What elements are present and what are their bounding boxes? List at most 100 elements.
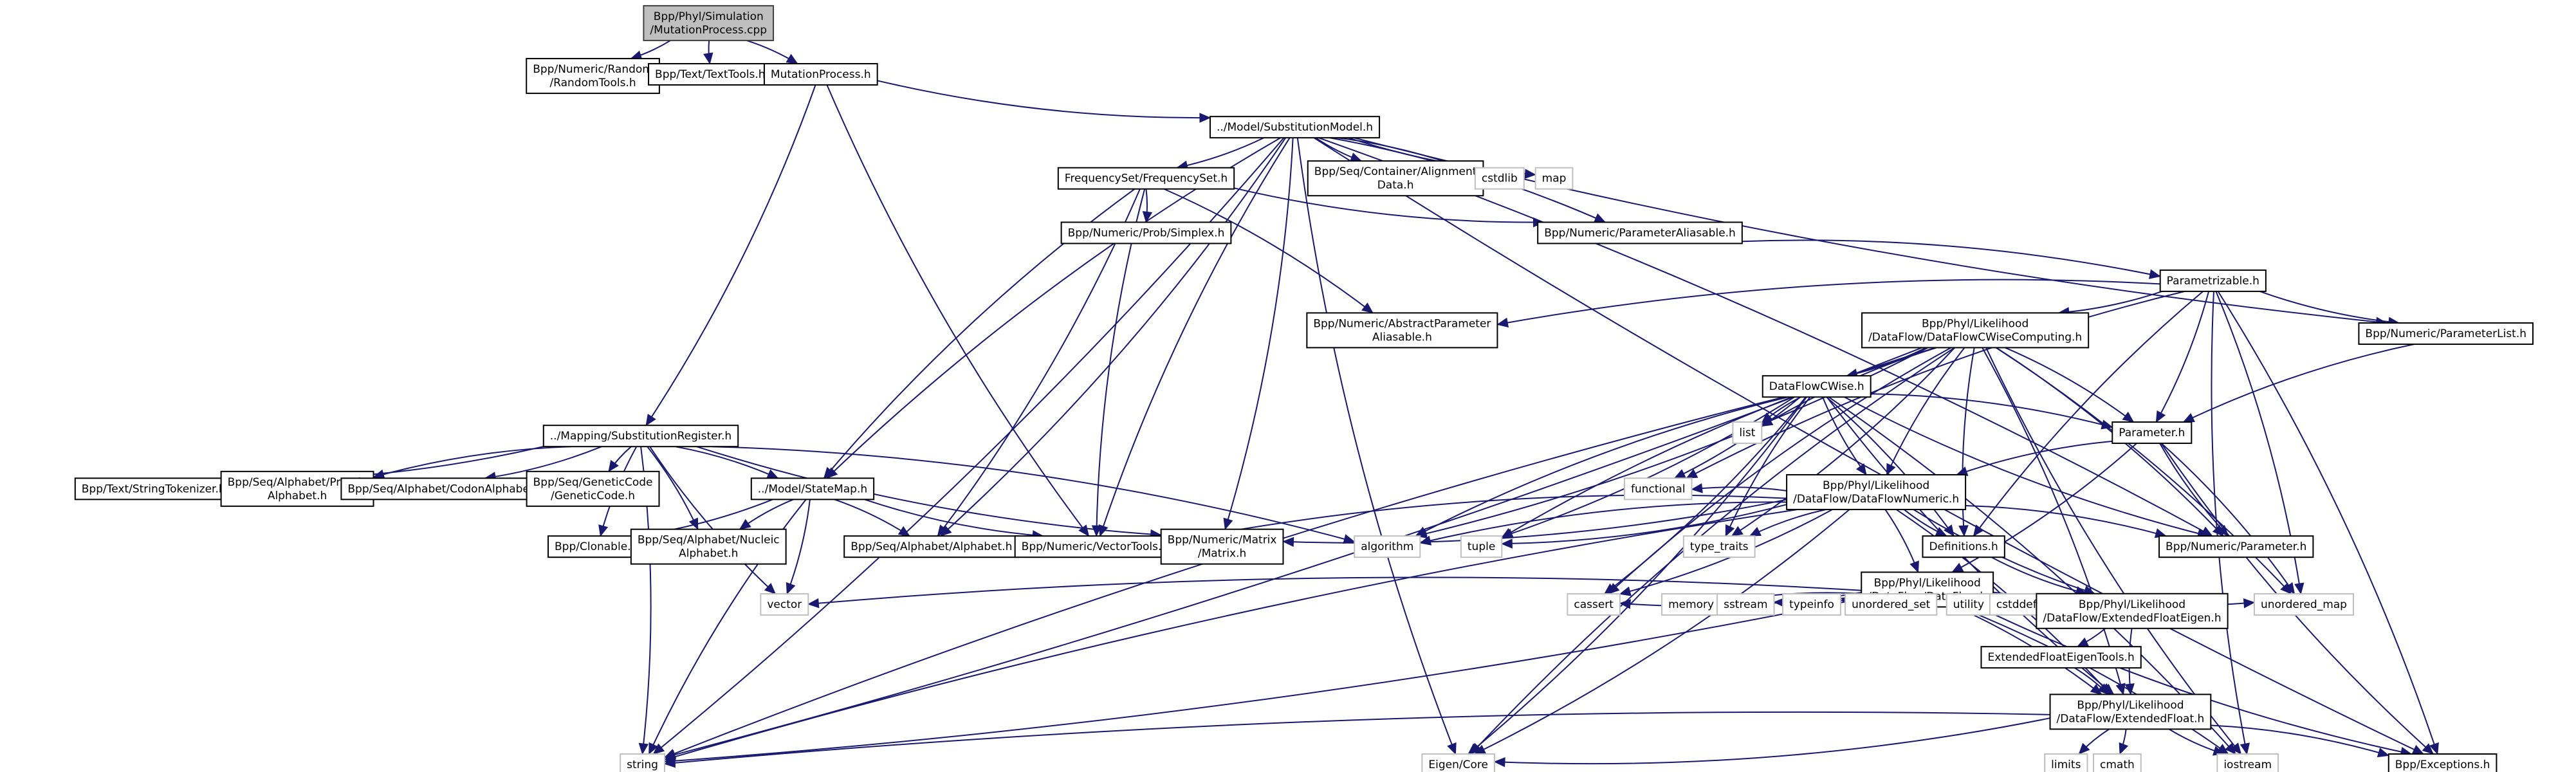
- edge-dataflowcwise-to-string: [663, 396, 1784, 758]
- arrowhead-icon: [1619, 586, 1632, 596]
- graph-node-substitutionregister[interactable]: ../Mapping/SubstitutionRegister.h: [542, 425, 739, 448]
- graph-node-statemap[interactable]: ../Model/StateMap.h: [750, 477, 875, 501]
- arrowhead-icon: [1447, 742, 1457, 755]
- arrowhead-icon: [2182, 412, 2195, 423]
- graph-node-substitutionmodel[interactable]: ../Model/SubstitutionModel.h: [1209, 116, 1381, 139]
- graph-node-simplex[interactable]: Bpp/Numeric/Prob/Simplex.h: [1060, 221, 1232, 244]
- arrowhead-icon: [2429, 742, 2439, 755]
- graph-node-extendedfloateigentools[interactable]: ExtendedFloatEigenTools.h: [1980, 646, 2142, 669]
- graph-node-root[interactable]: Bpp/Phyl/Simulation/MutationProcess.cpp: [643, 5, 775, 41]
- node-label: Bpp/Clonable.h: [555, 540, 638, 553]
- edge-dataflownumeric-to-functional: [1691, 483, 1787, 493]
- graph-node-dataflowcwisecomputing[interactable]: Bpp/Phyl/Likelihood/DataFlow/DataFlowCWi…: [1861, 312, 2090, 349]
- edge-dataflowcwise-to-cassert: [1604, 396, 1807, 594]
- node-box: [1922, 535, 2005, 558]
- arrowhead-icon: [807, 598, 820, 609]
- arrowhead-icon: [2294, 582, 2305, 595]
- graph-node-parameterlist[interactable]: Bpp/Numeric/ParameterList.h: [2358, 322, 2534, 345]
- graph-node-extendedfloat[interactable]: Bpp/Phyl/Likelihood/DataFlow/ExtendedFlo…: [2049, 694, 2212, 730]
- graph-node-cmath: cmath: [2093, 753, 2142, 772]
- node-box: [1014, 535, 1176, 558]
- edge-line: [1313, 137, 2424, 755]
- edge-dataflow-to-vector: [807, 576, 1862, 609]
- node-label: cassert: [1574, 598, 1614, 611]
- graph-node-exceptions[interactable]: Bpp/Exceptions.h: [2387, 753, 2498, 772]
- edge-parametrizable-to-exceptions: [2217, 291, 2439, 755]
- node-label: iostream: [2223, 758, 2272, 771]
- node-box: [1421, 753, 1495, 772]
- arrowhead-icon: [703, 52, 713, 65]
- edge-line: [1177, 137, 1265, 169]
- edge-line: [1978, 606, 2412, 755]
- edge-line: [1962, 347, 1975, 537]
- edge-dataflow-to-string: [663, 598, 1862, 766]
- graph-node-extendedfloateigen[interactable]: Bpp/Phyl/Likelihood/DataFlow/ExtendedFlo…: [2036, 593, 2229, 629]
- graph-node-clonable[interactable]: Bpp/Clonable.h: [547, 535, 645, 558]
- graph-node-dataflowcwise[interactable]: DataFlowCWise.h: [1762, 375, 1872, 398]
- edge-substitutionmodel-to-eigen-core: [1296, 138, 1457, 755]
- node-label: Definitions.h: [1929, 540, 1998, 553]
- arrowhead-icon: [1415, 526, 1428, 537]
- graph-node-stringtokenizer[interactable]: Bpp/Text/StringTokenizer.h: [74, 477, 233, 501]
- graph-node-frequencyset[interactable]: FrequencySet/FrequencySet.h: [1057, 167, 1235, 190]
- graph-node-parameteraliasable[interactable]: Bpp/Numeric/ParameterAliasable.h: [1537, 221, 1743, 244]
- edge-parameteraliasable-to-parametrizable: [1742, 239, 2161, 279]
- node-label: Bpp/Numeric/AbstractParameter: [1313, 317, 1491, 330]
- node-label: Bpp/Phyl/Likelihood: [2079, 598, 2185, 611]
- edge-substitutionregister-to-nucleicalphabet: [647, 446, 699, 530]
- edge-line: [1497, 279, 2160, 326]
- node-label: type_traits: [1690, 540, 1749, 553]
- node-label: Bpp/Seq/Alphabet/CodonAlphabet.h: [347, 482, 544, 495]
- node-label: unordered_set: [1852, 598, 1931, 611]
- edge-line: [1686, 290, 2185, 479]
- arrowhead-icon: [2225, 742, 2236, 755]
- edge-substitutionmodel-to-matrix: [1223, 138, 1294, 530]
- graph-node-mutationprocess-h[interactable]: MutationProcess.h: [763, 63, 878, 86]
- edge-line: [786, 499, 811, 594]
- edge-extendedfloat-to-limits: [2078, 728, 2110, 755]
- edge-parametrizable-to-abstractparameteraliasable: [1496, 279, 2160, 328]
- edge-mutationprocess-h-to-substitutionregister: [645, 84, 816, 427]
- edge-dataflownumeric-to-algorithm: [1419, 501, 1787, 546]
- node-label: Bpp/Text/StringTokenizer.h: [82, 482, 226, 495]
- graph-node-texttools[interactable]: Bpp/Text/TextTools.h: [648, 63, 773, 86]
- arrowhead-icon: [1493, 757, 1505, 767]
- graph-node-codonalphabet[interactable]: Bpp/Seq/Alphabet/CodonAlphabet.h: [340, 477, 551, 501]
- graph-node-numeric-parameter[interactable]: Bpp/Numeric/Parameter.h: [2158, 535, 2314, 558]
- node-label: Parameter.h: [2119, 427, 2185, 439]
- node-box: [1567, 593, 1621, 616]
- edge-mutationprocess-h-to-vectortools: [826, 84, 1090, 537]
- node-label: /Matrix.h: [1198, 547, 1246, 560]
- edge-line: [1420, 501, 1787, 544]
- edge-line: [2155, 291, 2210, 423]
- arrowhead-icon: [1142, 211, 1153, 223]
- graph-node-alphabet[interactable]: Bpp/Seq/Alphabet/Alphabet.h: [843, 535, 1020, 558]
- graph-node-matrix[interactable]: Bpp/Numeric/Matrix/Matrix.h: [1160, 528, 1284, 565]
- graph-node-randomtools[interactable]: Bpp/Numeric/Random/RandomTools.h: [526, 58, 660, 95]
- node-label: Bpp/Seq/Alphabet/Nucleic: [638, 534, 780, 547]
- graph-node-vectortools[interactable]: Bpp/Numeric/VectorTools.h: [1014, 535, 1176, 558]
- edge-line: [1965, 505, 2166, 537]
- node-label: MutationProcess.h: [771, 68, 871, 81]
- node-label: Data.h: [1377, 179, 1414, 192]
- graph-node-parametrizable[interactable]: Parametrizable.h: [2159, 269, 2267, 292]
- node-box: [1732, 421, 1763, 445]
- edge-extendedfloat-to-iostream: [2168, 728, 2225, 756]
- edge-mutationprocess-h-to-substitutionmodel: [877, 80, 1211, 123]
- edge-substitutionregister-to-statemap: [675, 446, 779, 479]
- arrowhead-icon: [2422, 743, 2434, 755]
- graph-node-parameter-h[interactable]: Parameter.h: [2111, 421, 2193, 445]
- node-label: Bpp/Numeric/Parameter.h: [2166, 540, 2306, 553]
- edge-extendedfloat-to-cmath: [2119, 729, 2129, 755]
- node-label: Bpp/Numeric/ParameterAliasable.h: [1544, 226, 1736, 239]
- graph-node-dataflownumeric[interactable]: Bpp/Phyl/Likelihood/DataFlow/DataFlowNum…: [1786, 473, 1967, 510]
- edge-statemap-to-nucleicalphabet: [739, 499, 794, 530]
- node-label: /GeneticCode.h: [551, 490, 635, 502]
- node-box: [1307, 160, 1484, 197]
- graph-node-geneticcode[interactable]: Bpp/Seq/GeneticCode/GeneticCode.h: [526, 470, 660, 507]
- graph-node-definitions[interactable]: Definitions.h: [1922, 535, 2005, 558]
